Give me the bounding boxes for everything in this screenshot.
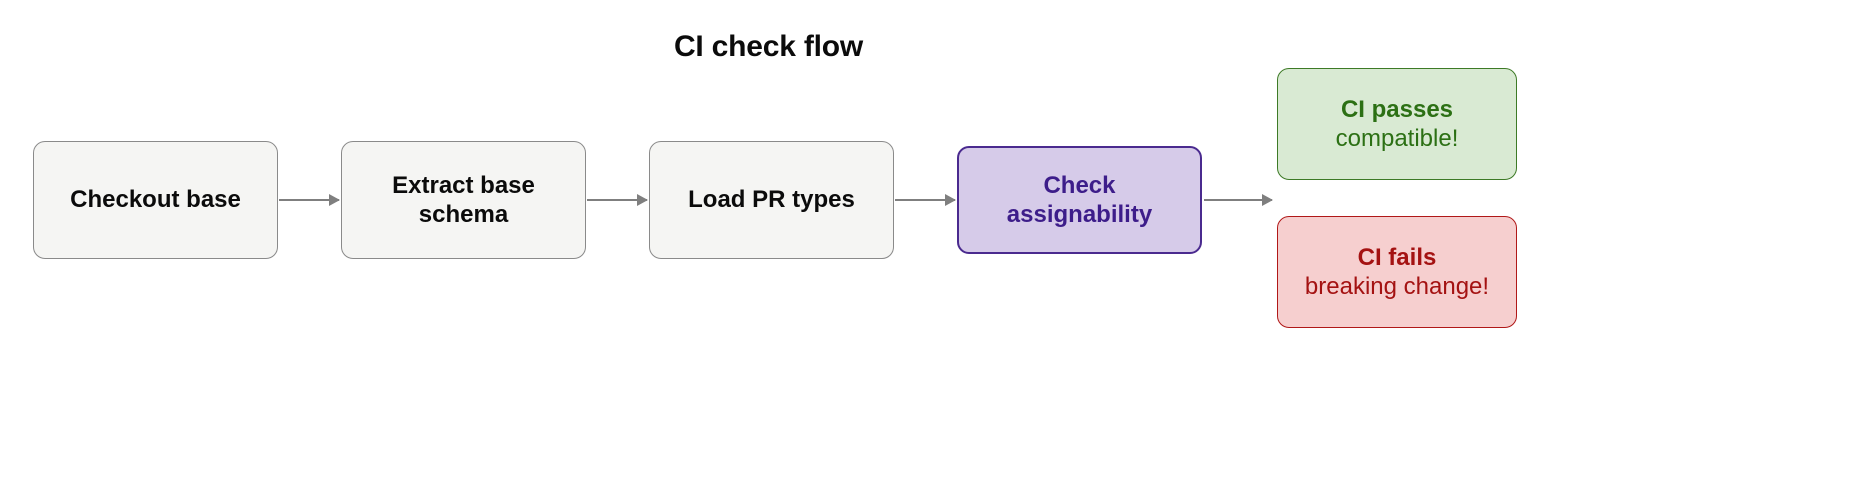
node-extract-base-schema[interactable]: Extract base schema [341, 141, 586, 259]
node-checkout-base[interactable]: Checkout base [33, 141, 278, 259]
node-ci-passes-title: CI passes [1340, 95, 1454, 123]
node-checkout-base-label: Checkout base [70, 186, 241, 214]
node-extract-base-schema-label-line1: Extract base [392, 171, 535, 199]
node-check-assignability-label-line1: Check [1043, 171, 1116, 199]
arrow-extract-to-loadpr [587, 199, 647, 201]
node-ci-fails-title: CI fails [1357, 243, 1437, 271]
arrow-loadpr-to-check [895, 199, 955, 201]
node-extract-base-schema-label-line2: schema [418, 201, 509, 228]
node-ci-fails-subtitle: breaking change! [1304, 273, 1490, 300]
diagram-title: CI check flow [673, 30, 864, 63]
node-ci-fails[interactable]: CI fails breaking change! [1277, 216, 1517, 328]
node-load-pr-types-label: Load PR types [688, 186, 855, 214]
node-check-assignability-label-line2: assignability [1006, 201, 1153, 228]
arrow-checkout-to-extract [279, 199, 339, 201]
node-check-assignability[interactable]: Check assignability [957, 146, 1202, 254]
node-ci-passes-subtitle: compatible! [1335, 125, 1459, 152]
node-ci-passes[interactable]: CI passes compatible! [1277, 68, 1517, 180]
arrow-check-to-outcome [1204, 199, 1272, 201]
node-load-pr-types[interactable]: Load PR types [649, 141, 894, 259]
